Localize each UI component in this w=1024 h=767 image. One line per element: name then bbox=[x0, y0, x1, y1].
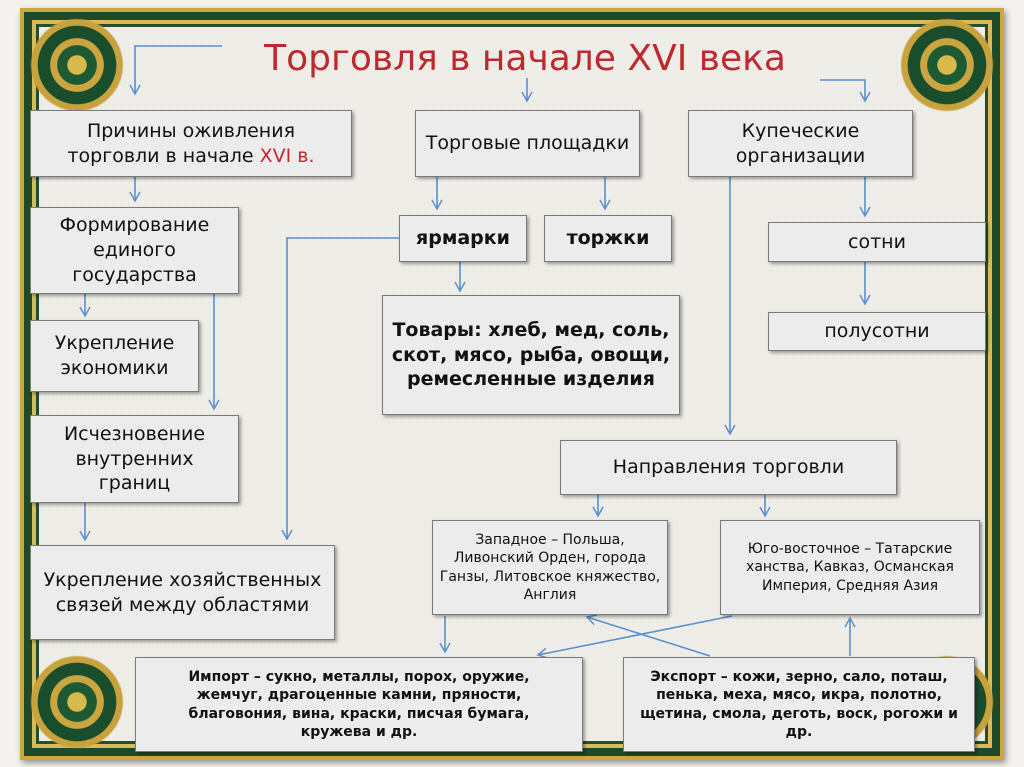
century-highlight: XVI в. bbox=[259, 144, 315, 167]
causes-text: Причины оживления bbox=[86, 119, 296, 142]
west-direction-box: Западное – Польша, Ливонский Орден, горо… bbox=[432, 520, 668, 615]
venues-box: Торговые площадки bbox=[415, 110, 640, 177]
cause-economy: Укрепление экономики bbox=[30, 320, 199, 392]
directions-box: Направления торговли bbox=[560, 440, 897, 495]
corner-ornament-icon bbox=[22, 10, 132, 120]
markets-box: торжки bbox=[544, 215, 672, 262]
export-box: Экспорт – кожи, зерно, сало, поташ, пень… bbox=[623, 657, 975, 752]
merchant-orgs-box: Купеческие организации bbox=[688, 110, 913, 177]
corner-ornament-icon bbox=[22, 647, 132, 757]
cause-unified-state: Формирование единого государства bbox=[30, 207, 239, 294]
half-hundreds-box: полусотни bbox=[768, 312, 986, 351]
fairs-box: ярмарки bbox=[399, 215, 527, 262]
causes-text: торговли в начале bbox=[67, 144, 260, 167]
hundreds-box: сотни bbox=[768, 222, 986, 262]
corner-ornament-icon bbox=[892, 10, 1002, 120]
cause-borders: Исчезновение внутренних границ bbox=[30, 415, 239, 503]
import-box: Импорт – сукно, металлы, порох, оружие, … bbox=[135, 657, 583, 752]
southeast-direction-box: Юго-восточное – Татарские ханства, Кавка… bbox=[720, 520, 980, 615]
page-title: Торговля в начале XVI века bbox=[264, 38, 786, 79]
cause-economic-ties: Укрепление хозяйственных связей между об… bbox=[30, 545, 335, 640]
goods-box: Товары: хлеб, мед, соль, скот, мясо, рыб… bbox=[382, 295, 680, 415]
